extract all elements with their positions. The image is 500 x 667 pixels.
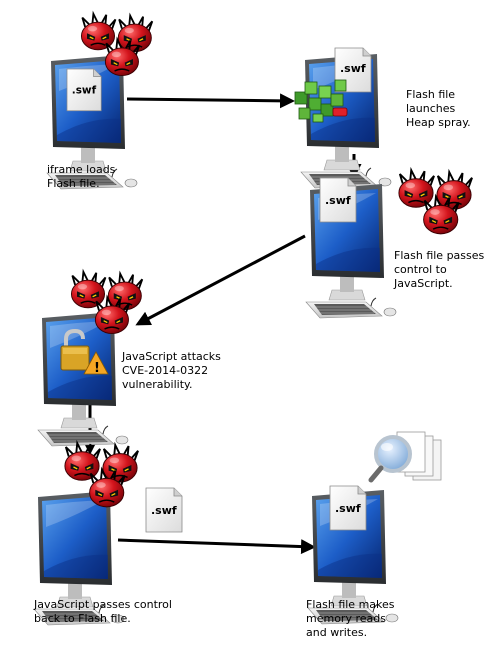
swf-file-icon: .swf: [329, 485, 367, 531]
step6-caption: Flash file makes memory reads and writes…: [306, 598, 395, 639]
step4-computer: !: [37, 311, 129, 447]
swf-file-icon: .swf: [66, 68, 102, 112]
swf-file-icon: .swf: [334, 47, 372, 93]
step6-computer: .swf: [307, 485, 399, 625]
arrow-step3-to-step4: [135, 234, 306, 326]
swf-label: .swf: [72, 85, 97, 97]
flow-arrows: [82, 93, 362, 555]
swf-label: .swf: [340, 62, 366, 75]
swf-label: .swf: [151, 504, 177, 517]
step3-caption: Flash file passes control to JavaScript.: [394, 249, 485, 290]
swf-label: .swf: [325, 194, 351, 207]
swf-file-icon: .swf: [319, 177, 357, 223]
step5-caption: JavaScript passes control back to Flash …: [34, 598, 172, 625]
step2-computer: .swf: [300, 47, 392, 189]
heap-spray-blocks-icon: [294, 79, 348, 123]
malware-bug-icon: [399, 170, 472, 234]
step3-computer: .swf: [305, 177, 397, 319]
step1-caption: iframe loads Flash file.: [47, 163, 116, 190]
swf-file-icon: .swf: [145, 487, 183, 533]
arrow-step5-to-step6: [117, 538, 316, 555]
padlock-warning-icon: !: [60, 328, 109, 376]
step4-caption: JavaScript attacks CVE-2014-0322 vulnera…: [122, 350, 221, 391]
step1-computer: .swf: [46, 54, 138, 190]
step2-caption: Flash file launches Heap spray.: [406, 88, 471, 129]
swf-label: .swf: [335, 502, 361, 515]
svg-text:!: !: [94, 361, 100, 376]
arrow-step1-to-step2: [126, 93, 295, 109]
memory-magnifier-icon: [368, 431, 442, 483]
